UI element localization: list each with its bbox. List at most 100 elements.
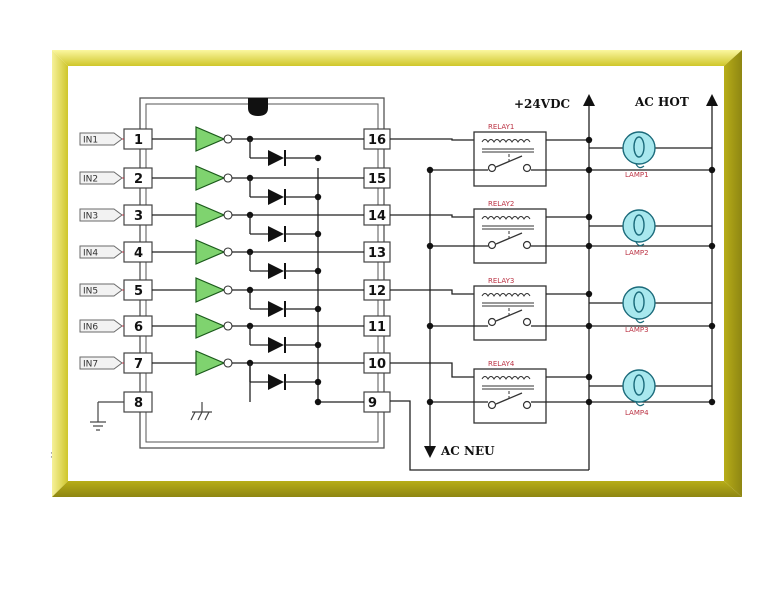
relay-label: RELAY4 [488,360,515,368]
diode-icon [268,263,284,279]
contact-icon [487,240,497,250]
ac-hot-label: AC HOT [634,95,689,109]
diode-icon [268,301,284,317]
supply-label: +24VDC [514,97,570,111]
junction-dot [314,341,322,349]
junction-dot [585,373,593,381]
ac-hot-arrow-icon [706,94,718,106]
ac-neu-arrow-icon [424,446,436,458]
chassis-ground-icon [190,402,212,421]
relay-box [473,285,547,341]
input-label: IN6 [83,323,98,333]
right-pin-number: 9 [368,396,377,411]
junction-dot [314,398,322,406]
inverter-bubble-icon [223,210,233,220]
left-pin-number: 2 [134,172,143,187]
junction-dot [585,166,593,174]
relay-coil-icon [481,293,531,297]
input-label: IN2 [83,175,98,185]
contact-icon [487,400,497,410]
contact-icon [522,400,532,410]
left-pin-number: 1 [134,133,143,148]
inverter-bubble-icon [223,358,233,368]
input-flag-icon [79,171,123,185]
input-flag-icon [79,208,123,222]
buffer-icon [195,202,226,228]
buffer-icon [195,165,226,191]
lamp-icon [622,369,656,403]
ic-internals [152,126,364,406]
relay-circuits: RELAY1LAMP1RELAY2LAMP2RELAY3LAMP3RELAY4L… [390,123,716,424]
junction-dot [708,398,716,406]
lamp-icon [622,286,656,320]
junction-dot [314,154,322,162]
input-flag-icon [79,356,123,370]
relay-box [473,208,547,264]
lamp-base [635,163,645,169]
inverter-bubble-icon [223,173,233,183]
right-pin-number: 15 [368,172,386,187]
lamp-label: LAMP4 [625,409,649,417]
frame-bevel [52,50,742,497]
relay-coil-wire [390,214,474,218]
junction-dot [585,322,593,330]
stray-mark: ·· [50,449,53,463]
input-flag-icon [79,245,123,259]
lamp-filament [633,214,645,236]
input-flag-icon [79,283,123,297]
relay-label: RELAY2 [488,200,514,208]
junction-dot [314,193,322,201]
junction-dot [426,322,434,330]
junction-dot [314,378,322,386]
ic-package [139,97,385,449]
diode-icon [268,189,284,205]
junction-dot [708,242,716,250]
contact-icon [522,163,532,173]
buffer-icon [195,350,226,376]
right-pin-number: 12 [368,284,386,299]
inverter-bubble-icon [223,321,233,331]
lamp-label: LAMP3 [625,326,649,334]
lamp-label: LAMP2 [625,249,649,257]
left-pin-number: 6 [134,320,143,335]
contact-icon [487,317,497,327]
left-pin-number: 7 [134,357,143,372]
junction-dot [708,166,716,174]
junction-dot [708,322,716,330]
lamp-filament [633,374,645,396]
right-pin-number: 11 [368,320,386,335]
junction-dot [314,305,322,313]
buffer-icon [195,277,226,303]
lamp-base [635,241,645,247]
left-pin-number: 3 [134,209,143,224]
left-pin-number: 8 [134,396,143,411]
ic-notch-icon [248,98,268,116]
input-flag-icon [79,132,123,146]
lamp-icon [622,131,656,165]
input-label: IN5 [83,287,98,297]
relay-label: RELAY3 [488,277,514,285]
lamp-filament [633,291,645,313]
junction-dot [314,230,322,238]
lamp-label: LAMP1 [625,171,649,179]
supply-arrow-icon [583,94,595,106]
junction-dot [585,136,593,144]
junction-dot [585,398,593,406]
buffer-icon [195,126,226,152]
relay-coil-icon [481,216,531,220]
junction-dot [426,398,434,406]
input-label: IN1 [83,136,98,146]
junction-dot [585,290,593,298]
right-pin-number: 10 [368,357,386,372]
lamp-icon [622,209,656,243]
relay-coil-icon [481,376,531,380]
diode-icon [268,226,284,242]
ground-icon [90,401,124,431]
inverter-bubble-icon [223,134,233,144]
junction-dot [426,166,434,174]
